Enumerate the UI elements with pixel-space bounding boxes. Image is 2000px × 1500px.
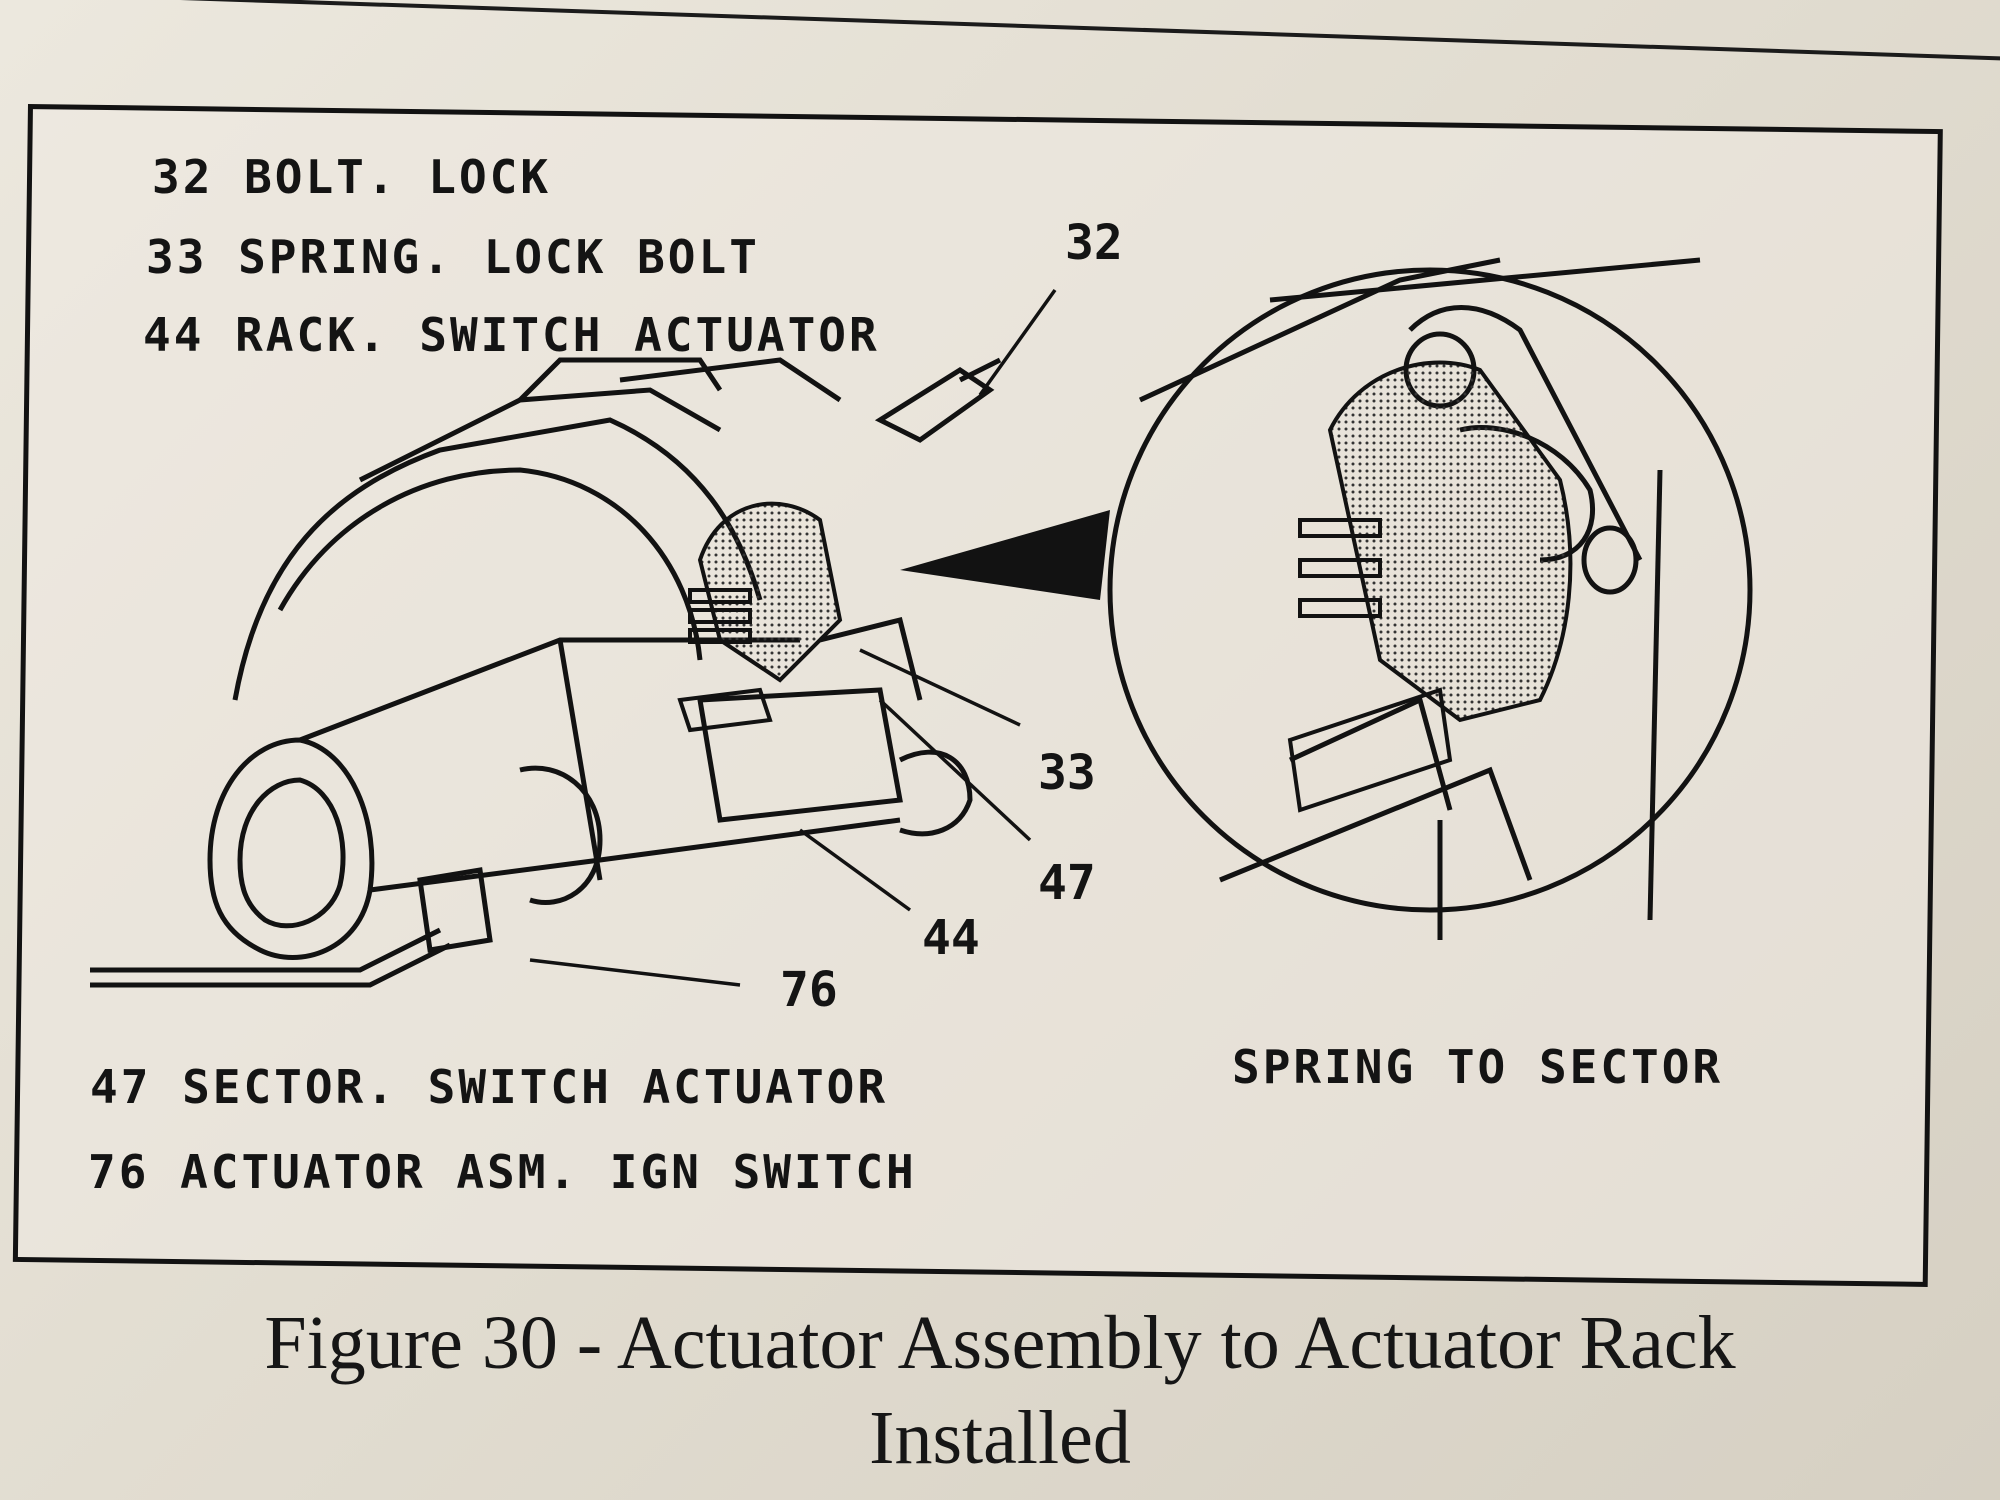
callout-76: 76 (780, 962, 838, 1018)
callout-47: 47 (1038, 855, 1096, 911)
detail-label: SPRING TO SECTOR (1232, 1040, 1724, 1094)
figure-caption-line1: Figure 30 - Actuator Assembly to Actuato… (264, 1301, 1736, 1385)
callout-32: 32 (1065, 215, 1123, 271)
detail-circle (1107, 257, 1753, 940)
legend-item-47: 47 SECTOR. SWITCH ACTUATOR (90, 1060, 889, 1114)
legend-item-33: 33 SPRING. LOCK BOLT (146, 230, 760, 284)
leader-lines (529, 288, 1057, 987)
detail-sector (1287, 360, 1573, 813)
legend-item-32: 32 BOLT. LOCK (152, 150, 552, 204)
figure-caption-line2: Installed (869, 1396, 1131, 1480)
steering-column-housing (90, 357, 1002, 988)
detail-pointer (900, 510, 1110, 600)
legend-item-76: 76 ACTUATOR ASM. IGN SWITCH (88, 1145, 917, 1199)
sector-gear (677, 501, 843, 733)
callout-33: 33 (1038, 745, 1096, 801)
legend-item-44: 44 RACK. SWITCH ACTUATOR (143, 308, 880, 362)
callout-44: 44 (922, 910, 980, 966)
